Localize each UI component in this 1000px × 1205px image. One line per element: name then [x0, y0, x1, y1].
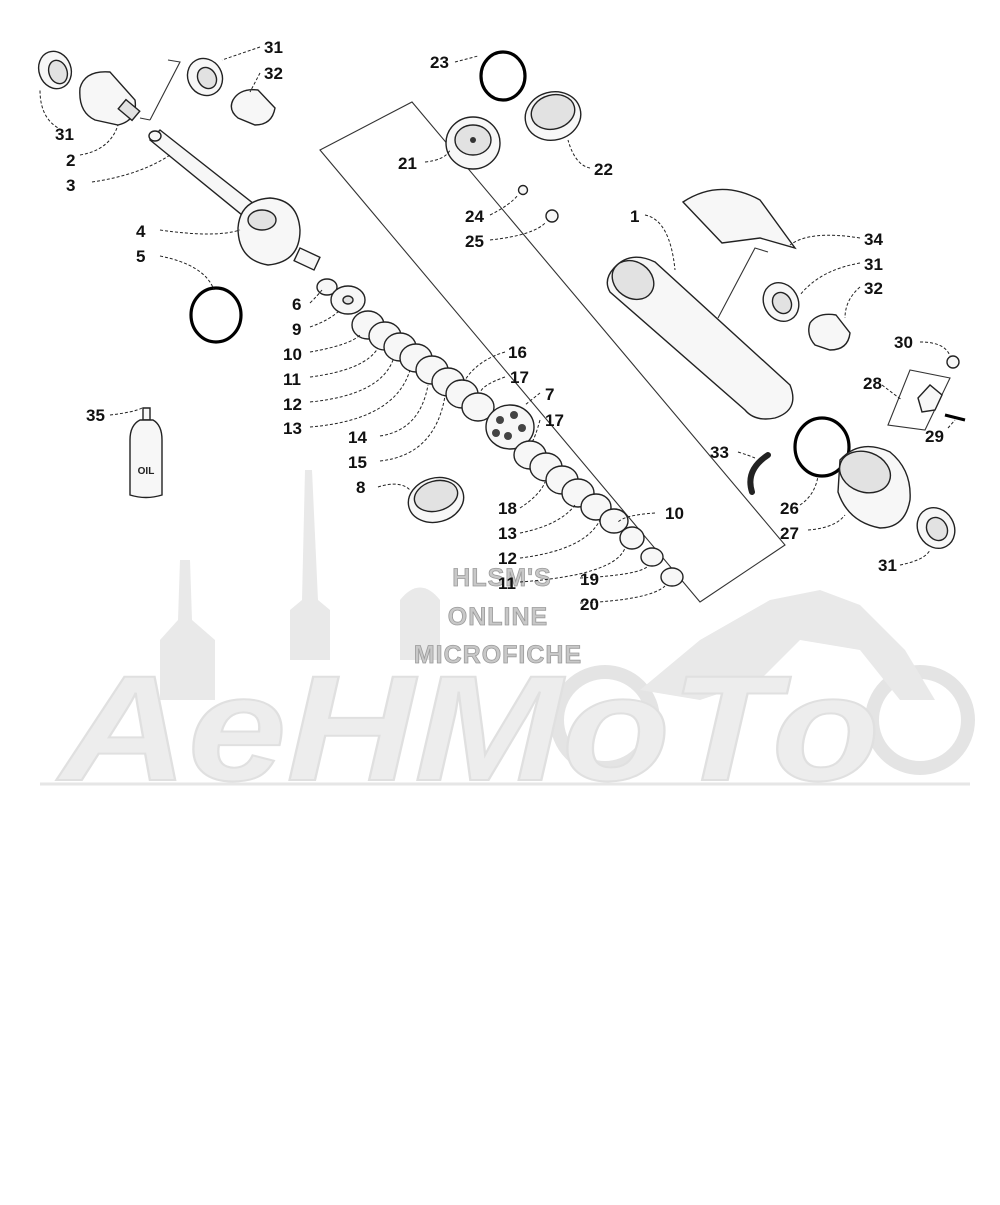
plug-part-25	[545, 209, 559, 223]
watermark-tower-shape	[160, 560, 215, 700]
callout-31-right: 31	[864, 255, 883, 274]
callout-3: 3	[66, 176, 75, 195]
callout-4: 4	[136, 222, 146, 241]
callout-5: 5	[136, 247, 145, 266]
body-part-1	[606, 256, 794, 420]
callout-1: 1	[630, 207, 639, 226]
callout-25: 25	[465, 232, 484, 251]
valve-cap-part-28	[917, 384, 943, 413]
bushing-part-31-top-center	[186, 57, 224, 97]
watermark: AeHMoTo HLSM'S ONLINE MICROFICHE	[40, 470, 975, 813]
callout-17-lower: 17	[545, 411, 564, 430]
ring-part-22	[524, 91, 582, 141]
callout-11-lower: 11	[498, 574, 516, 593]
watermark-brand: AeHMoTo	[55, 644, 880, 812]
callout-9: 9	[292, 320, 301, 339]
nut-part-6	[316, 278, 338, 296]
callout-30: 30	[894, 333, 913, 352]
callout-33: 33	[710, 443, 729, 462]
callouts: 31 32 31 2 3 4 5 6 9 10 11 12 13 14 15 1…	[55, 38, 944, 614]
callout-12-upper: 12	[283, 395, 302, 414]
sleeve-part-32-right	[808, 313, 851, 351]
o-ring-part-5	[189, 286, 243, 344]
callout-34: 34	[864, 230, 883, 249]
shim-stack	[316, 278, 684, 587]
seal-head-part-4	[237, 197, 321, 271]
callout-32-top: 32	[264, 64, 283, 83]
shim-part-11-lower	[619, 526, 645, 550]
callout-6: 6	[292, 295, 301, 314]
bushing-part-31-top-left	[37, 50, 73, 90]
valve-assembly-box	[319, 101, 786, 603]
clip-part-33	[747, 452, 771, 495]
callout-10-lower: 10	[665, 504, 684, 523]
callout-31-top: 31	[264, 38, 283, 57]
watermark-rear-wheel	[550, 665, 660, 775]
callout-7: 7	[545, 385, 554, 404]
watermark-motorcycle-body	[640, 590, 935, 700]
oil-bottle-part-35: OIL	[129, 407, 163, 499]
reservoir-end-part-27	[837, 445, 911, 529]
bushing-group-bracket	[139, 59, 181, 121]
leader-lines	[39, 46, 956, 604]
band-part-8	[407, 476, 465, 524]
eyelet-part-2	[79, 71, 141, 126]
o-ring-part-23	[479, 50, 527, 102]
screw-part-30	[946, 355, 960, 369]
callout-18: 18	[498, 499, 517, 518]
callout-15: 15	[348, 453, 367, 472]
callout-2: 2	[66, 151, 75, 170]
callout-12-lower: 12	[498, 549, 517, 568]
callout-22: 22	[594, 160, 613, 179]
ball-part-24	[517, 184, 529, 196]
callout-29: 29	[925, 427, 944, 446]
reservoir-bracket	[717, 247, 769, 319]
callout-19: 19	[580, 570, 599, 589]
shaft-end	[148, 130, 162, 142]
callout-13-upper: 13	[283, 419, 302, 438]
watermark-spire-shape	[290, 470, 330, 660]
watermark-front-wheel	[865, 665, 975, 775]
decal-part-34	[681, 188, 797, 250]
callout-27: 27	[780, 524, 799, 543]
nut-part-20	[660, 567, 684, 587]
callout-24: 24	[465, 207, 484, 226]
callout-32-right: 32	[864, 279, 883, 298]
watermark-line1: HLSM'S	[452, 564, 551, 592]
sleeve-part-32-top	[230, 89, 276, 126]
watermark-motorcycle	[550, 590, 975, 775]
callout-23: 23	[430, 53, 449, 72]
washer-part-19	[640, 547, 664, 567]
o-ring-part-29	[944, 413, 966, 422]
callout-21: 21	[398, 154, 417, 173]
shim-part-17-upper	[461, 392, 495, 422]
bushing-part-31-right-mid	[762, 282, 800, 322]
piston-part-7	[485, 404, 535, 450]
piston-part-21	[445, 116, 501, 170]
callout-31-left: 31	[55, 125, 74, 144]
callout-10-upper: 10	[283, 345, 302, 364]
callout-13-lower: 13	[498, 524, 517, 543]
callout-16: 16	[508, 343, 527, 362]
o-ring-part-26	[793, 416, 851, 478]
watermark-line2: ONLINE	[448, 603, 548, 631]
watermark-line3: MICROFICHE	[414, 641, 582, 669]
callout-17-upper: 17	[510, 368, 529, 387]
callout-11-upper: 11	[283, 370, 301, 389]
bushing-part-31-bottom-right	[916, 507, 956, 549]
oil-bottle-label: OIL	[138, 466, 155, 477]
callout-35: 35	[86, 406, 105, 425]
valve-cap-box	[887, 369, 951, 431]
shaft-assembly	[37, 50, 321, 344]
callout-28: 28	[863, 374, 882, 393]
watermark-dome-shape	[400, 587, 440, 660]
callout-31-bottom-right: 31	[878, 556, 897, 575]
callout-26: 26	[780, 499, 799, 518]
callout-20: 20	[580, 595, 599, 614]
callout-14: 14	[348, 428, 367, 447]
callout-8: 8	[356, 478, 365, 497]
